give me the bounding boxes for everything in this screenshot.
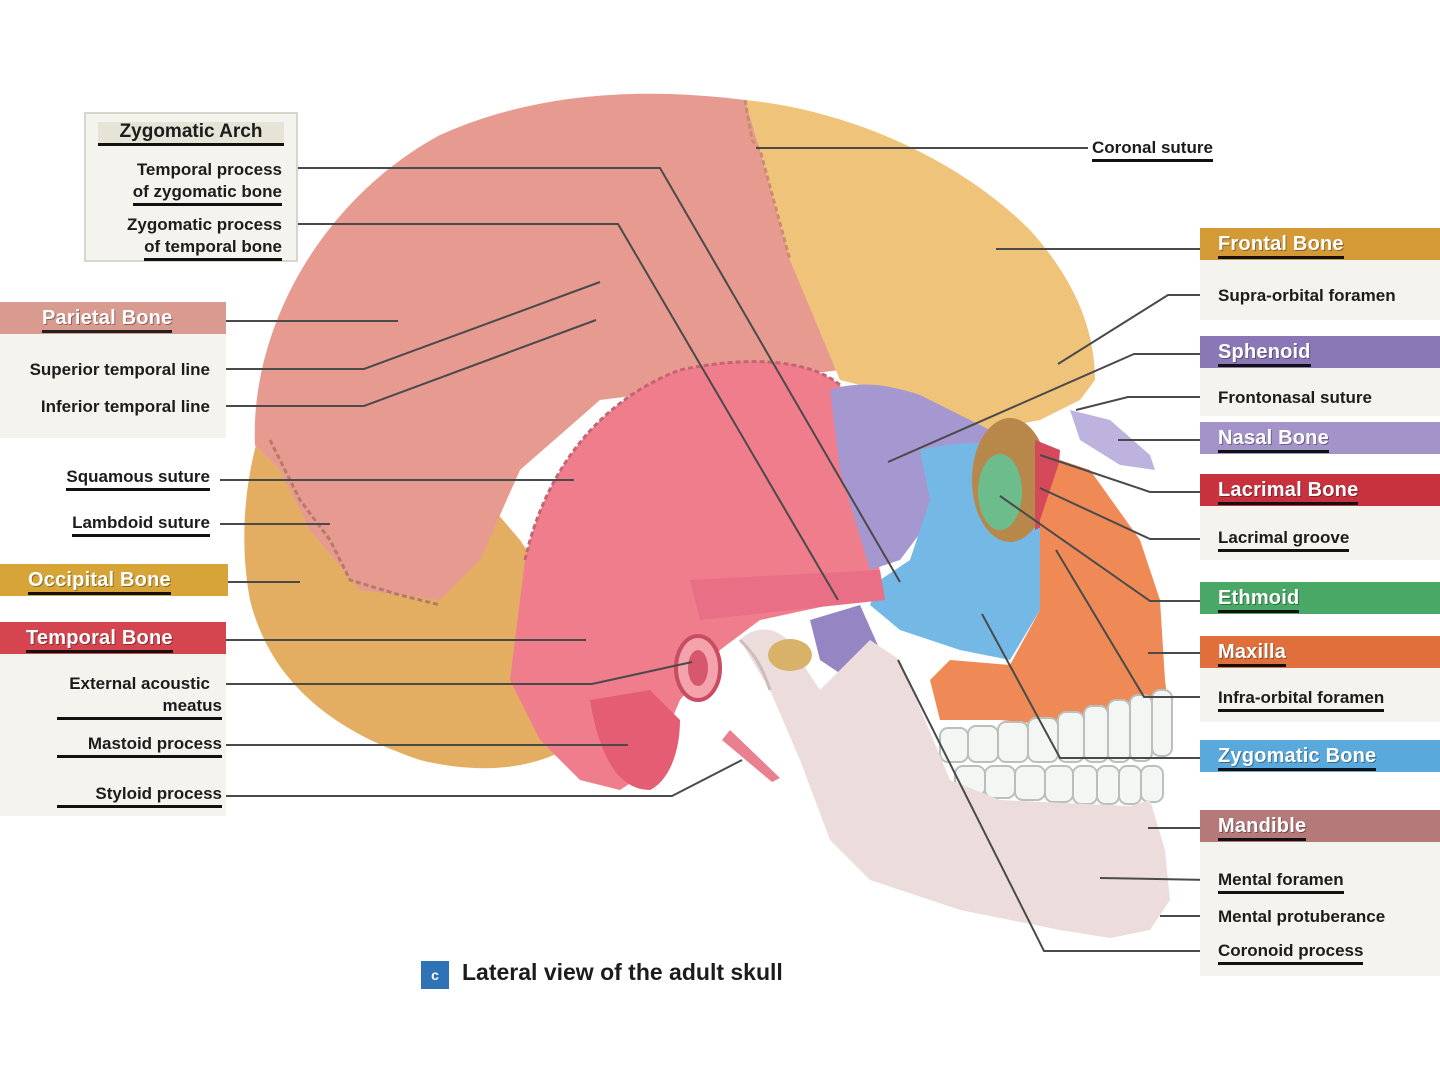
- sphenoid-header: Sphenoid: [1200, 336, 1440, 368]
- frontonasal-suture-label: Frontonasal suture: [1218, 388, 1372, 407]
- frontal-bone-header: Frontal Bone: [1200, 228, 1440, 260]
- ethmoid-header: Ethmoid: [1200, 582, 1440, 614]
- lacrimal-bone-header: Lacrimal Bone: [1200, 474, 1440, 506]
- mental-protuberance-label: Mental protuberance: [1218, 907, 1386, 926]
- coronal-suture-label: Coronal suture: [1092, 138, 1213, 162]
- caption-badge: c: [421, 961, 449, 989]
- mandible-title: Mandible: [1218, 815, 1307, 841]
- zygomatic-bone-header: Zygomatic Bone: [1200, 740, 1440, 772]
- maxilla-box: Maxilla Infra-orbital foramen: [1200, 636, 1440, 722]
- temporal-bone-header: Temporal Bone: [0, 622, 226, 654]
- mandible-box: Mandible Mental foramen Mental protubera…: [1200, 810, 1440, 976]
- zygomatic-arch-title: Zygomatic Arch: [98, 122, 284, 146]
- frontal-bone-region: [745, 100, 1095, 430]
- meatus-label: meatus: [57, 696, 222, 720]
- mental-foramen-label: Mental foramen: [1218, 870, 1344, 894]
- mastoid-process-label: Mastoid process: [57, 734, 222, 758]
- zygomatic-arch-box: Zygomatic Arch Temporal process of zygom…: [84, 112, 298, 262]
- squamous-suture-label: Squamous suture: [66, 467, 210, 491]
- sphenoid-region: [830, 384, 990, 570]
- zygomatic-process-label-1: Zygomatic process: [127, 215, 282, 234]
- sphenoid-box: Sphenoid Frontonasal suture: [1200, 336, 1440, 416]
- nasal-bone-title: Nasal Bone: [1218, 427, 1329, 453]
- zygomatic-bone-title: Zygomatic Bone: [1218, 745, 1377, 771]
- ethmoid-title: Ethmoid: [1218, 587, 1300, 613]
- mastoid-region: [590, 690, 680, 790]
- lacrimal-groove-label: Lacrimal groove: [1218, 528, 1350, 552]
- figure-caption: Lateral view of the adult skull: [462, 959, 783, 985]
- leader-lines: [220, 147, 1211, 952]
- temporal-process-label-1: Temporal process: [136, 160, 282, 179]
- styloid-process-shape: [722, 730, 780, 782]
- maxilla-title: Maxilla: [1218, 641, 1287, 667]
- nasal-region: [1070, 410, 1155, 470]
- occipital-bone-title: Occipital Bone: [28, 569, 171, 595]
- teeth: [939, 689, 1173, 805]
- external-acoustic-label: External acoustic: [69, 674, 210, 693]
- lacrimal-box: Lacrimal Bone Lacrimal groove: [1200, 474, 1440, 560]
- parietal-bone-header: Parietal Bone: [0, 302, 226, 334]
- mandible-region: [740, 629, 1170, 938]
- parietal-bone-title: Parietal Bone: [42, 307, 173, 333]
- supra-orbital-foramen-label: Supra-orbital foramen: [1218, 286, 1396, 305]
- temporal-box: Temporal Bone External acoustic meatus M…: [0, 622, 226, 816]
- parietal-box: Parietal Bone Superior temporal line Inf…: [0, 302, 226, 438]
- temporal-bone-title: Temporal Bone: [26, 627, 173, 653]
- sphenoid-title: Sphenoid: [1218, 341, 1311, 367]
- infra-orbital-foramen-label: Infra-orbital foramen: [1218, 688, 1385, 712]
- zygomatic-process-label-2: of temporal bone: [144, 237, 282, 261]
- maxilla-header: Maxilla: [1200, 636, 1440, 668]
- superior-temporal-line-label: Superior temporal line: [29, 360, 210, 379]
- occipital-bone-header: Occipital Bone: [0, 564, 228, 596]
- maxilla-region: [930, 460, 1170, 730]
- coronoid-process-label: Coronoid process: [1218, 941, 1364, 965]
- mandible-header: Mandible: [1200, 810, 1440, 842]
- frontal-bone-title: Frontal Bone: [1218, 233, 1344, 259]
- lambdoid-suture-label: Lambdoid suture: [72, 513, 210, 537]
- frontal-box: Frontal Bone Supra-orbital foramen: [1200, 228, 1440, 320]
- inferior-temporal-line-label: Inferior temporal line: [40, 397, 210, 416]
- temporal-process-label-2: of zygomatic bone: [132, 182, 282, 206]
- parietal-bone-region: [254, 93, 840, 601]
- styloid-process-label: Styloid process: [57, 784, 222, 808]
- lacrimal-bone-title: Lacrimal Bone: [1218, 479, 1359, 505]
- temporal-bone-region: [510, 361, 880, 790]
- nasal-bone-header: Nasal Bone: [1200, 422, 1440, 454]
